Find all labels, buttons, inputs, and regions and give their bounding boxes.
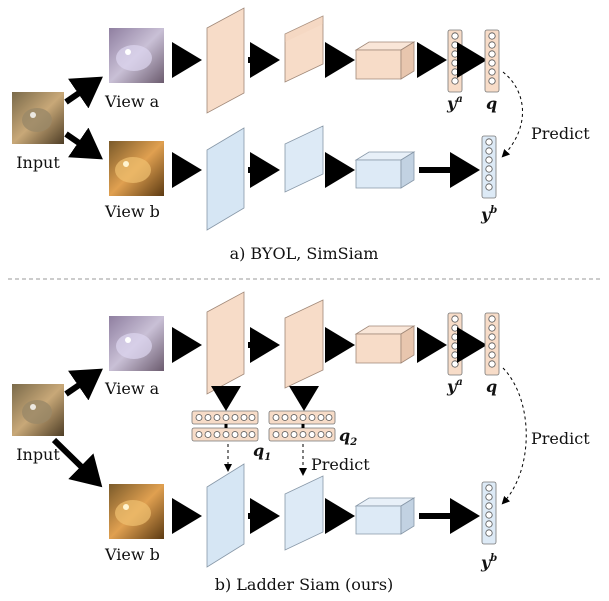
- q-symbol-b: q: [486, 377, 497, 396]
- vector-q-b: [484, 312, 500, 376]
- predict-label-b: Predict: [531, 429, 590, 448]
- encoder-target-a: [206, 127, 245, 231]
- predict-label-a: Predict: [531, 124, 590, 143]
- vector-q2: [268, 410, 336, 442]
- q2-symbol: q2: [339, 426, 357, 448]
- layer2-target-b: [284, 475, 324, 551]
- view-b-image-b: [109, 484, 164, 539]
- input-image-a: [12, 92, 64, 144]
- caption-b: b) Ladder Siam (ours): [215, 575, 394, 594]
- caption-a: a) BYOL, SimSiam: [230, 244, 379, 263]
- layer2-online-b: [284, 299, 324, 389]
- panel-b: Input View a View b: [12, 291, 590, 594]
- encoder-online-b: [206, 291, 245, 395]
- arrow-input-to-view-b-b: [51, 437, 103, 488]
- view-b-label-a: View b: [104, 202, 160, 221]
- panel-a: Input View a View b: [12, 7, 590, 263]
- arrow-input-to-view-b: [64, 127, 103, 160]
- vector-q-a: [484, 29, 500, 93]
- projector-target-a: [354, 151, 416, 189]
- view-a-label-b: View a: [104, 379, 160, 398]
- view-b-label-b: View b: [104, 545, 160, 564]
- vector-yb-a: [481, 135, 497, 199]
- encoder-online-a: [206, 7, 245, 114]
- view-a-image-b: [109, 316, 164, 371]
- view-a-image-a: [109, 28, 164, 83]
- vector-ya-a: [447, 29, 463, 93]
- arrow-input-to-view-a-b: [64, 368, 103, 401]
- input-label-b: Input: [16, 445, 60, 464]
- vector-q1: [191, 410, 259, 442]
- encoder-target-b: [206, 463, 245, 568]
- predict-label-ladder: Predict: [311, 455, 370, 474]
- q-symbol-a: q: [486, 94, 497, 113]
- arrow-input-to-view-a: [64, 76, 103, 109]
- layer2-target-a: [284, 125, 324, 193]
- layer2-online-a: [284, 15, 324, 83]
- yb-symbol-a: yb: [480, 205, 497, 224]
- predict-arrow-b: [501, 367, 527, 505]
- ya-symbol-a: ya: [446, 94, 463, 113]
- view-b-image-a: [109, 141, 164, 196]
- vector-yb-b: [481, 481, 497, 545]
- projector-online-a: [354, 41, 416, 80]
- predict-arrow-a: [501, 71, 523, 158]
- input-label-a: Input: [16, 153, 60, 172]
- view-a-label-a: View a: [104, 92, 160, 111]
- vector-ya-b: [447, 312, 463, 376]
- ya-symbol-b: ya: [446, 377, 463, 396]
- yb-symbol-b: yb: [480, 553, 497, 572]
- projector-online-b: [354, 325, 416, 364]
- input-image-b: [12, 384, 64, 436]
- projector-target-b: [354, 497, 416, 535]
- q1-symbol: q1: [253, 441, 271, 463]
